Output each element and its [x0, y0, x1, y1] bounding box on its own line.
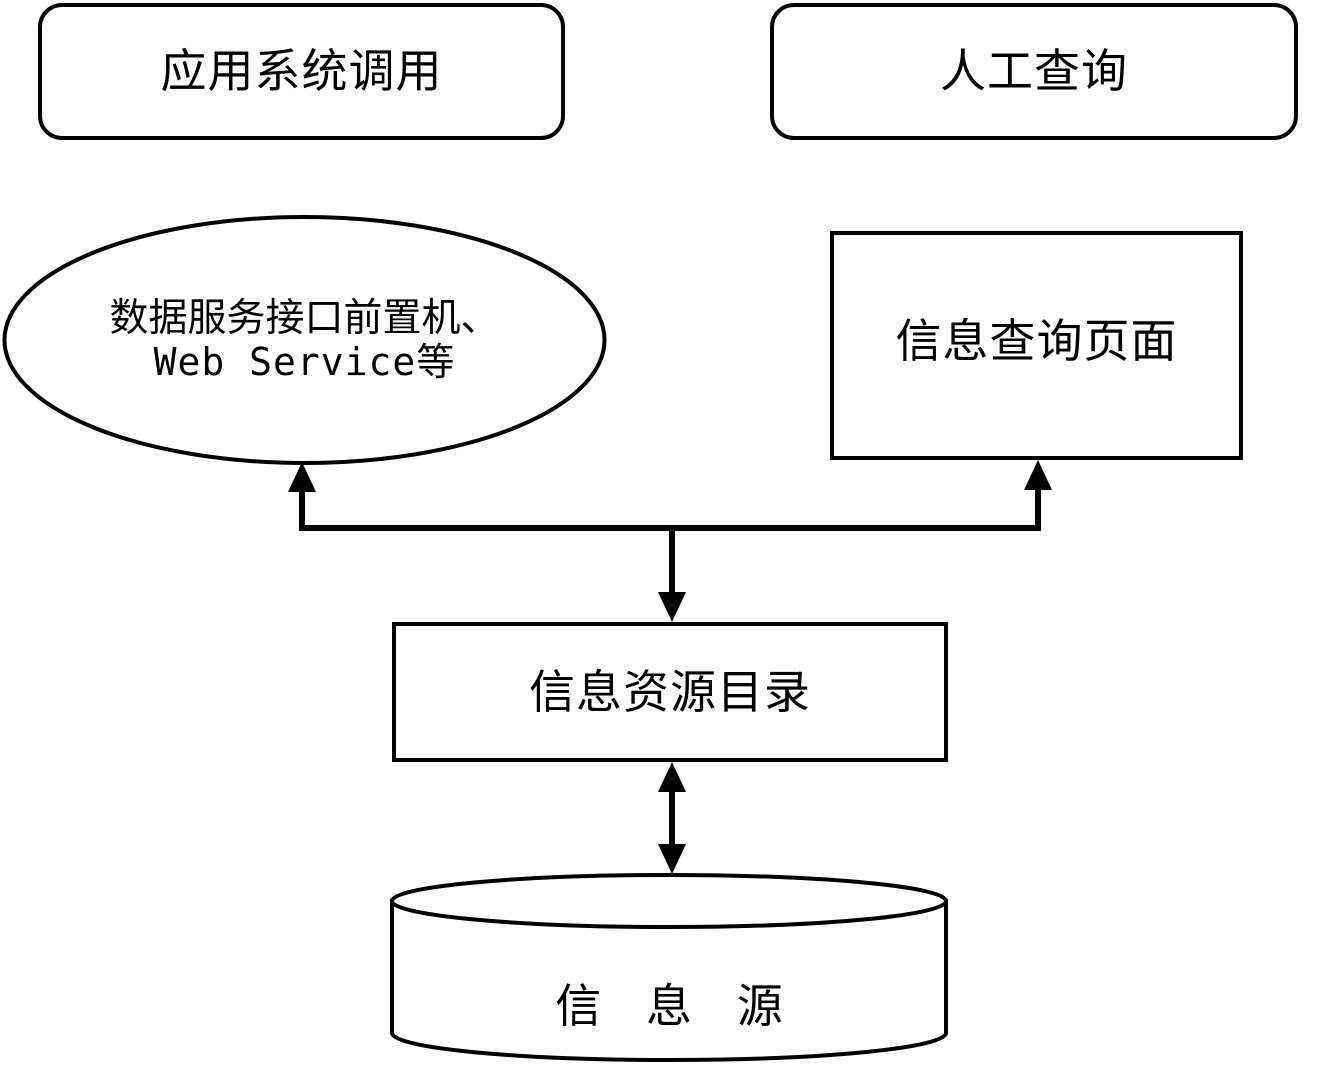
cylinder-shape: [390, 873, 948, 1062]
node-manual-query[interactable]: 人工查询: [770, 3, 1298, 140]
node-service-interface-label-line2: Web Service等: [153, 339, 456, 384]
node-info-source[interactable]: 信 息 源: [389, 872, 949, 1062]
node-query-page-label: 信息查询页面: [895, 315, 1178, 368]
node-app-call[interactable]: 应用系统调用: [38, 3, 565, 140]
node-service-interface[interactable]: 数据服务接口前置机、 Web Service等: [2, 214, 607, 466]
node-resource-catalog[interactable]: 信息资源目录: [392, 622, 948, 762]
arrowhead-to-query-page: [1024, 460, 1052, 490]
node-service-interface-label-line1: 数据服务接口前置机、: [109, 296, 500, 340]
node-query-page[interactable]: 信息查询页面: [830, 231, 1243, 460]
node-manual-query-label: 人工查询: [940, 45, 1128, 98]
arrowhead-up-to-resource-catalog: [658, 762, 686, 792]
node-app-call-label: 应用系统调用: [160, 45, 443, 98]
node-service-interface-label-group: 数据服务接口前置机、 Web Service等: [2, 214, 607, 466]
arrowhead-to-resource-catalog: [658, 592, 686, 622]
arrowhead-to-service-interface: [288, 462, 316, 492]
node-info-source-label: 信 息 源: [555, 980, 799, 1032]
arrowhead-down-to-info-source: [658, 844, 686, 874]
node-resource-catalog-label: 信息资源目录: [529, 665, 811, 718]
